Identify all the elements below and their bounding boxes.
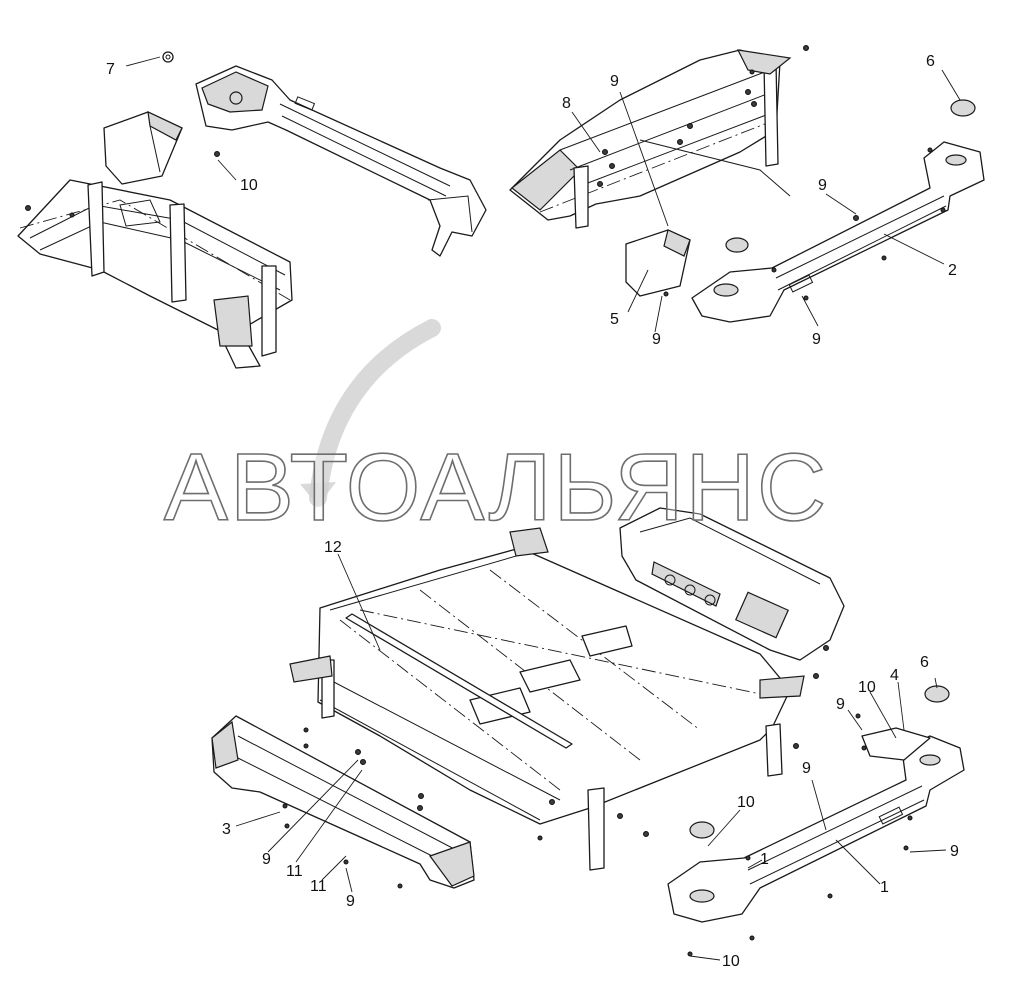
assembly-arrow bbox=[300, 319, 441, 507]
bolt-row bbox=[597, 45, 809, 187]
plug-top-middle bbox=[725, 237, 749, 253]
callout-12: 12 bbox=[324, 539, 342, 556]
callout-10: 10 bbox=[737, 794, 755, 811]
callout-labels: 7 10 8 9 6 9 2 5 9 9 12 6 9 10 4 9 10 9 … bbox=[106, 53, 959, 970]
callout-9: 9 bbox=[346, 893, 355, 910]
callout-10: 10 bbox=[858, 679, 876, 696]
front-bumper-bolts bbox=[282, 727, 403, 889]
callout-9: 9 bbox=[818, 177, 827, 194]
rod-bars-part-12 bbox=[345, 613, 573, 749]
callout-3: 3 bbox=[222, 821, 231, 838]
callout-4: 4 bbox=[890, 667, 899, 684]
plug-bottom bbox=[689, 821, 715, 839]
callout-8: 8 bbox=[562, 95, 571, 112]
callout-1: 1 bbox=[760, 851, 769, 868]
callout-5: 5 bbox=[610, 311, 619, 328]
bottom-bolts bbox=[355, 645, 829, 841]
callout-11: 11 bbox=[310, 878, 327, 895]
callout-9: 9 bbox=[262, 851, 271, 868]
bottom-frame-platform bbox=[289, 527, 829, 871]
watermark: АВТОАЛЬЯНС bbox=[164, 434, 828, 541]
callout-9: 9 bbox=[812, 331, 821, 348]
callout-9: 9 bbox=[610, 73, 619, 90]
callout-10: 10 bbox=[240, 177, 258, 194]
callout-9: 9 bbox=[950, 843, 959, 860]
callout-6: 6 bbox=[920, 654, 929, 671]
tank-unit bbox=[619, 507, 845, 661]
nut-part-7 bbox=[162, 51, 174, 63]
top-right-frame-assembly bbox=[509, 45, 809, 229]
bumper-bar-part-2 bbox=[691, 141, 985, 323]
callout-7: 7 bbox=[106, 61, 115, 78]
callout-11: 11 bbox=[286, 863, 303, 880]
rear-bumper-part-1 bbox=[667, 713, 965, 957]
mudguard-cover-part-5 bbox=[625, 229, 691, 297]
callout-9: 9 bbox=[836, 696, 845, 713]
front-bumper-part-3 bbox=[211, 715, 475, 889]
mudguard-cover-top-left bbox=[103, 110, 183, 185]
callout-2: 2 bbox=[948, 262, 957, 279]
callout-9: 9 bbox=[652, 331, 661, 348]
top-left-frame-assembly bbox=[17, 179, 293, 369]
bumper-bar-top-left bbox=[195, 65, 487, 257]
rear-bumper-bolts bbox=[687, 713, 913, 957]
cap-part-6-top bbox=[950, 99, 976, 117]
callout-10: 10 bbox=[722, 953, 740, 970]
callout-9: 9 bbox=[802, 760, 811, 777]
callout-1: 1 bbox=[880, 879, 889, 896]
callout-6: 6 bbox=[926, 53, 935, 70]
leader-lines bbox=[125, 56, 961, 961]
cap-part-6-bottom bbox=[924, 685, 950, 703]
